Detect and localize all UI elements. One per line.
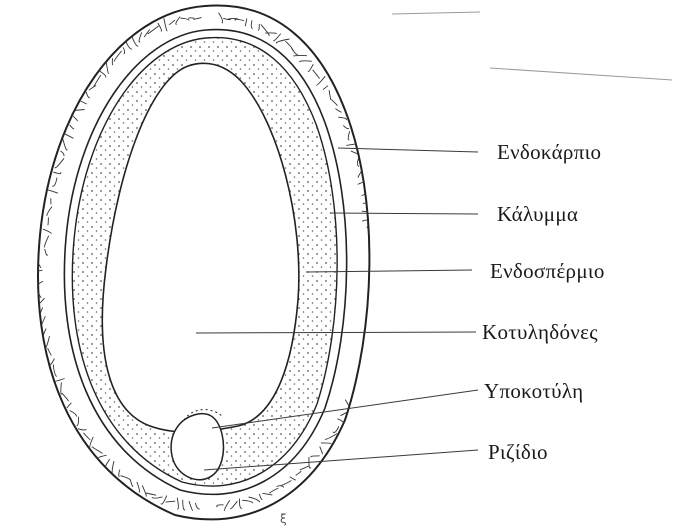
scan-mark-right bbox=[490, 68, 672, 80]
scan-mark-top bbox=[392, 12, 480, 14]
label-hypocotyl: Υποκοτύλη bbox=[484, 379, 583, 403]
label-seed-coat: Κάλυμμα bbox=[497, 202, 578, 226]
bottom-mark: ξ bbox=[280, 512, 287, 526]
label-radicle: Ριζίδιο bbox=[488, 440, 548, 464]
label-endocarp: Ενδοκάρπιο bbox=[497, 140, 601, 164]
label-cotyledons: Κοτυληδόνες bbox=[482, 320, 598, 344]
label-endosperm: Ενδοσπέρμιο bbox=[490, 259, 605, 283]
leader-endocarp bbox=[338, 148, 478, 152]
